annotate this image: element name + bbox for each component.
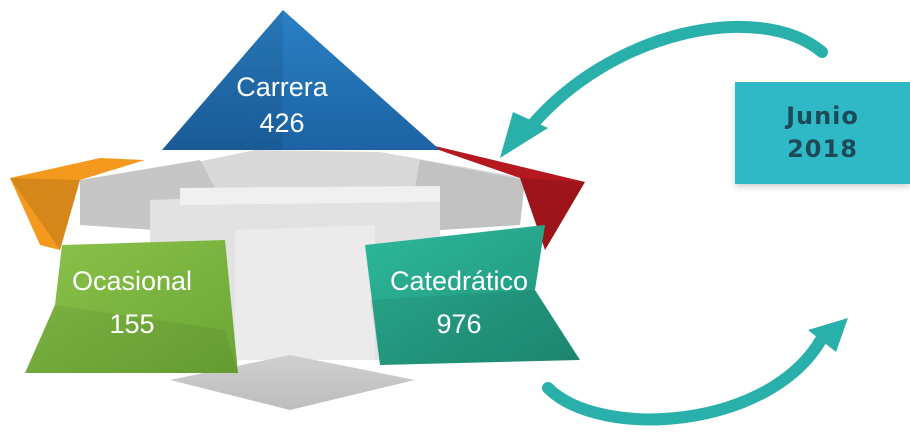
ocasional-label: Ocasional [72, 266, 192, 296]
ocasional-panel-shade [25, 305, 238, 373]
red-accent-shade [520, 178, 585, 250]
ocasional-shape: Ocasional 155 [25, 240, 238, 373]
catedratico-shape: Catedrático 976 [365, 225, 580, 365]
catedratico-panel-shade [370, 290, 580, 365]
cycle-arrows [500, 21, 848, 426]
core-side-face [235, 225, 375, 360]
ocasional-panel [25, 240, 238, 373]
cycle-arrow-lower [542, 332, 828, 426]
catedratico-panel [365, 225, 580, 365]
ocasional-value: 155 [109, 309, 154, 339]
carrera-triangle-shade [162, 10, 283, 150]
cycle-arrow-upper [522, 21, 828, 136]
red-accent [410, 140, 585, 250]
carrera-label: Carrera [236, 72, 329, 102]
orange-accent-shade [10, 178, 80, 250]
carrera-shape: Carrera 426 [162, 10, 440, 150]
date-month: Junio [786, 102, 859, 130]
core-top-face [180, 186, 440, 205]
cycle-arrow-lower-head [808, 318, 848, 352]
carrera-triangle [162, 10, 440, 150]
catedratico-value: 976 [436, 309, 481, 339]
date-box: Junio 2018 [735, 82, 910, 184]
orange-accent [10, 158, 145, 250]
carrera-value: 426 [259, 108, 304, 138]
cycle-arrow-upper-head [500, 112, 548, 158]
date-year: 2018 [787, 135, 858, 163]
catedratico-label: Catedrático [390, 266, 528, 296]
